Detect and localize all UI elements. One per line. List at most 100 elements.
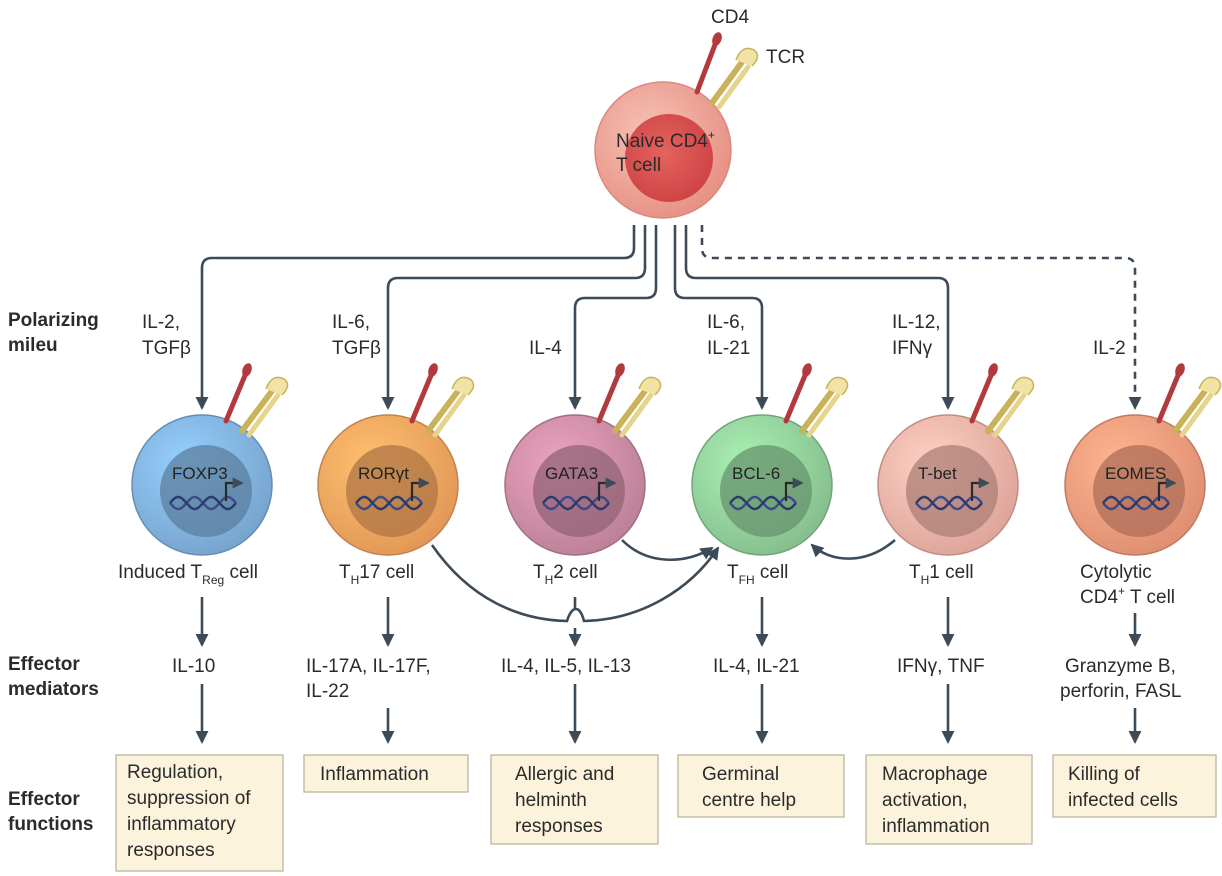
mediator-tfh: IL-4, IL-21: [713, 656, 800, 677]
cell-nucleus: [533, 445, 625, 537]
function-box-treg: Regulation, suppression of inflammatory …: [115, 754, 284, 872]
cross-arrows: [430, 539, 896, 623]
arrow-th2-to-tfh: [621, 539, 714, 561]
function-box-th1: Macrophage activation, inflammation: [865, 754, 1033, 845]
naive-cd4-t-cell: Naive CD4+ T cell CD4 TCR: [594, 7, 805, 219]
cell-name-th17: TH17 cell: [339, 562, 414, 587]
svg-text:helminth: helminth: [515, 790, 587, 811]
mediator-treg: IL-10: [172, 656, 215, 677]
polarizing-cytolytic-1: IL-2: [1093, 338, 1126, 359]
polarizing-tfh-2: IL-21: [707, 338, 750, 359]
function-box-tfh: Germinal centre help: [677, 754, 845, 818]
tf-label: GATA3: [545, 464, 598, 483]
row-label-polarizing-1: Polarizing: [8, 310, 99, 331]
cell-nucleus: [346, 445, 438, 537]
svg-text:centre help: centre help: [702, 790, 796, 811]
lineage-cells: FOXP3 RORγt GATA3 BCL-6 T-bet EOMES: [131, 363, 1222, 556]
function-box-cytolytic: Killing of infected cells: [1052, 754, 1217, 818]
cell-name-tfh: TFH cell: [727, 562, 788, 587]
mediator-cytolytic-1: Granzyme B,: [1065, 656, 1176, 677]
cell-names: Induced TReg cell TH17 cell TH2 cell TFH…: [118, 562, 1175, 608]
svg-text:responses: responses: [127, 840, 215, 861]
promoter-arrow-icon: [597, 477, 617, 501]
svg-text:Killing of: Killing of: [1068, 764, 1141, 785]
cd4-receptor-icon: [694, 32, 722, 95]
function-box-th17: Inflammation: [303, 754, 469, 793]
mediator-th2: IL-4, IL-5, IL-13: [501, 656, 631, 677]
path-to-treg: [195, 225, 636, 410]
cell-name-cytolytic-2: CD4+ T cell: [1080, 584, 1175, 608]
row-label-mediators-2: mediators: [8, 679, 99, 700]
svg-text:responses: responses: [515, 816, 603, 837]
row-label-functions-1: Effector: [8, 789, 80, 810]
svg-text:Allergic and: Allergic and: [515, 764, 614, 785]
promoter-arrow-icon: [970, 477, 990, 501]
path-to-tfh: [673, 225, 769, 410]
arrow-th1-to-tfh: [810, 539, 896, 560]
cell-treg: FOXP3: [131, 363, 289, 556]
cell-nucleus: [1093, 445, 1185, 537]
mediator-cytolytic-2: perforin, FASL: [1060, 681, 1181, 702]
cell-nucleus: [720, 445, 812, 537]
mediator-th1: IFNγ, TNF: [897, 656, 985, 677]
path-to-th2: [568, 225, 658, 410]
row-label-mediators-1: Effector: [8, 654, 80, 675]
cell-name-th2: TH2 cell: [533, 562, 598, 587]
cell-cytolytic: EOMES: [1064, 363, 1222, 556]
tcr-label: TCR: [766, 47, 805, 68]
mediator-labels: IL-10 IL-17A, IL-17F, IL-22 IL-4, IL-5, …: [172, 656, 1181, 702]
promoter-arrow-icon: [410, 477, 430, 501]
tf-label: BCL-6: [732, 464, 780, 483]
tcr-receptor-icon: [709, 47, 759, 110]
mediator-th17-2: IL-22: [306, 681, 349, 702]
path-to-th17: [381, 225, 647, 410]
receptor-icon: [1156, 363, 1222, 438]
cell-th2: GATA3: [504, 363, 662, 556]
naive-cell-label-line2: T cell: [616, 155, 661, 176]
row-label-polarizing-2: mileu: [8, 335, 58, 356]
tf-label: T-bet: [918, 464, 957, 483]
cd4-label: CD4: [711, 7, 749, 28]
polarizing-treg-2: TGFβ: [142, 338, 191, 359]
svg-text:Regulation,: Regulation,: [127, 762, 223, 783]
cell-tfh: BCL-6: [691, 363, 849, 556]
naive-cell-label-line1: Naive CD4+: [616, 128, 715, 152]
cell-nucleus: [906, 445, 998, 537]
polarizing-treg-1: IL-2,: [142, 312, 180, 333]
receptor-icon: [409, 363, 475, 438]
svg-text:Macrophage: Macrophage: [882, 764, 988, 785]
svg-text:inflammatory: inflammatory: [127, 814, 236, 835]
function-box-th2: Allergic and helminth responses: [490, 754, 659, 845]
cell-name-treg: Induced TReg cell: [118, 562, 258, 587]
receptor-icon: [223, 363, 289, 438]
svg-text:inflammation: inflammation: [882, 816, 990, 837]
polarizing-labels: IL-2, TGFβ IL-6, TGFβ IL-4 IL-6, IL-21 I…: [142, 312, 1126, 359]
mediator-arrows: [195, 597, 1142, 647]
path-to-th1: [684, 225, 955, 410]
receptor-icon: [596, 363, 662, 438]
svg-text:activation,: activation,: [882, 790, 968, 811]
svg-text:Germinal: Germinal: [702, 764, 779, 785]
row-label-functions-2: functions: [8, 814, 94, 835]
tf-label: EOMES: [1105, 464, 1166, 483]
cell-name-th1: TH1 cell: [909, 562, 974, 587]
function-arrows: [195, 684, 1142, 744]
path-to-cytolytic: [700, 225, 1142, 410]
polarizing-th2-1: IL-4: [529, 338, 562, 359]
function-boxes: Regulation, suppression of inflammatory …: [115, 754, 1217, 872]
tf-label: RORγt: [358, 464, 409, 483]
svg-text:Inflammation: Inflammation: [320, 764, 429, 785]
row-labels: Polarizing mileu Effector mediators Effe…: [8, 310, 99, 835]
polarizing-th17-1: IL-6,: [332, 312, 370, 333]
tf-label: FOXP3: [172, 464, 228, 483]
receptor-icon: [783, 363, 849, 438]
polarizing-tfh-1: IL-6,: [707, 312, 745, 333]
polarizing-th1-1: IL-12,: [892, 312, 941, 333]
promoter-arrow-icon: [1157, 477, 1177, 501]
svg-text:suppression of: suppression of: [127, 788, 251, 809]
promoter-arrow-icon: [224, 477, 244, 501]
polarization-paths: [195, 225, 1142, 410]
cell-th1: T-bet: [877, 363, 1035, 556]
